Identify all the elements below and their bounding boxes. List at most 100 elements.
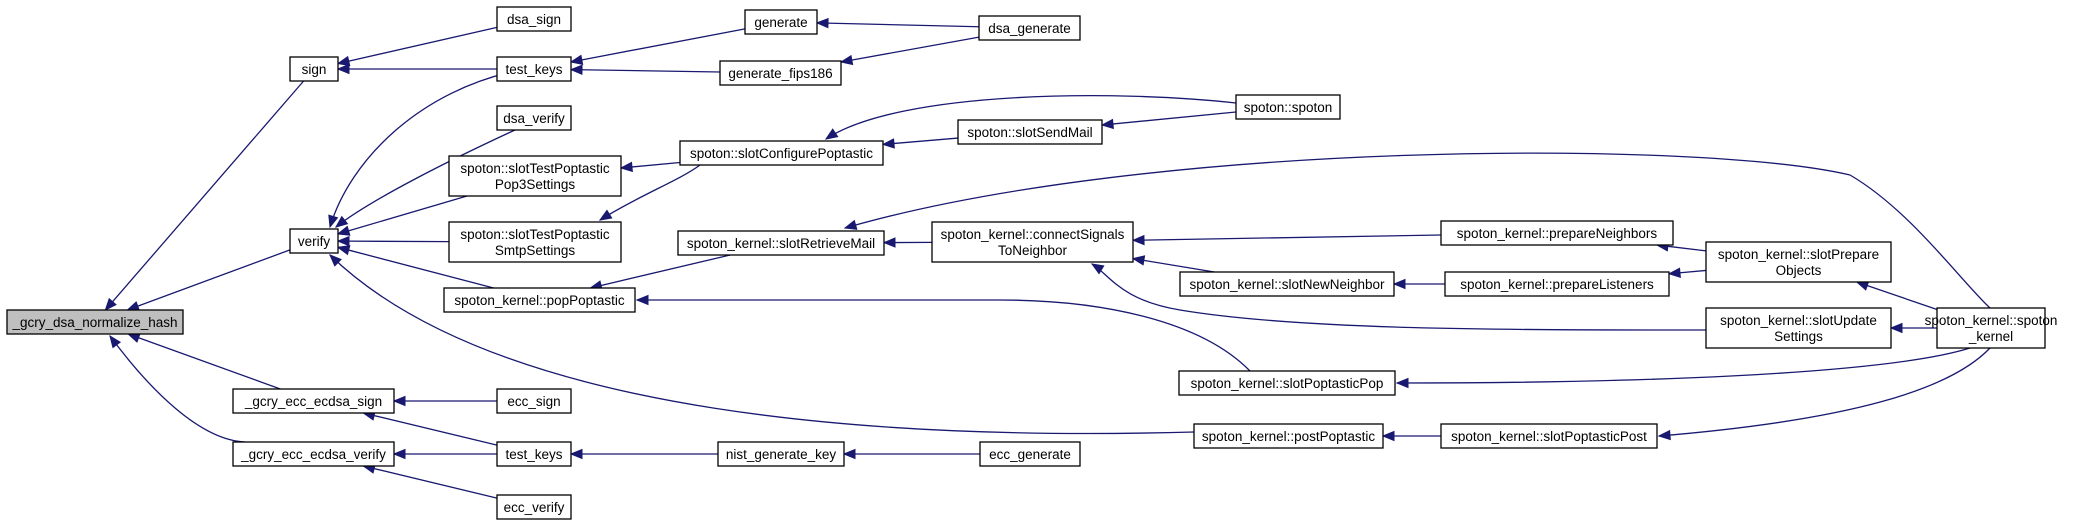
edge-line (1091, 263, 1707, 331)
node-postPoptastic[interactable]: spoton_kernel::postPoptastic (1193, 423, 1384, 449)
node-nist_generate_key[interactable]: nist_generate_key (717, 441, 845, 467)
node-box[interactable] (1193, 423, 1384, 449)
node-box[interactable] (1178, 370, 1396, 396)
node-box[interactable] (448, 155, 622, 197)
arrowhead-icon (839, 54, 854, 66)
node-label: ecc_sign (507, 394, 560, 409)
edge-line (1142, 234, 1442, 241)
edge-line (599, 254, 731, 287)
edge-line (136, 249, 291, 308)
edge-line (580, 69, 721, 73)
node-box[interactable] (1440, 220, 1674, 246)
edge-line (1866, 284, 1938, 311)
node-ecc_verify[interactable]: ecc_verify (496, 494, 572, 520)
node-box[interactable] (744, 9, 818, 35)
arrowhead-icon (336, 235, 350, 247)
node-box[interactable] (979, 441, 1081, 467)
node-generate_fips186[interactable]: generate_fips186 (719, 60, 842, 86)
node-slotPoptasticPost[interactable]: spoton_kernel::slotPoptasticPost (1440, 423, 1658, 449)
node-slotSendMail[interactable]: spoton::slotSendMail (957, 119, 1103, 145)
node-box[interactable] (496, 388, 572, 414)
node-dsa_generate[interactable]: dsa_generate (978, 15, 1081, 41)
edge-test_keys_ecc-to-ecdsa_sign (362, 410, 498, 446)
edge-prepareListeners-to-slotNewNeighbor (1392, 278, 1445, 290)
edge-dsa_generate-to-generate_fips186 (839, 36, 980, 66)
node-ecdsa_sign[interactable]: _gcry_ecc_ecdsa_sign (232, 388, 395, 414)
node-box[interactable] (679, 140, 884, 166)
node-box[interactable] (1705, 307, 1892, 349)
node-box[interactable] (957, 119, 1103, 145)
node-label: spoton_kernel::slotPoptasticPop (1191, 376, 1384, 391)
node-prepareListeners[interactable]: spoton_kernel::prepareListeners (1444, 271, 1670, 297)
node-box[interactable] (978, 15, 1081, 41)
node-ecc_sign[interactable]: ecc_sign (496, 388, 572, 414)
node-label: Pop3Settings (495, 177, 576, 192)
node-box[interactable] (1179, 271, 1395, 297)
node-test_keys_dsa[interactable]: test_keys (496, 56, 572, 82)
node-box[interactable] (232, 441, 395, 467)
edge-dsa_sign-to-sign (336, 26, 498, 67)
edge-slotPoptasticPost-to-postPoptastic (1381, 430, 1441, 442)
node-box[interactable] (232, 388, 395, 414)
node-label: spoton_kernel::slotRetrieveMail (687, 236, 875, 251)
edge-spoton_kernel-to-slotUpdateSettings (1889, 322, 1937, 334)
node-verify[interactable]: verify (289, 228, 339, 254)
arrowhead-icon (619, 161, 633, 173)
node-spoton_kernel[interactable]: spoton_kernel::spoton_kernel (1925, 307, 2058, 349)
arrowhead-icon (598, 209, 613, 221)
arrowhead-icon (1381, 430, 1395, 442)
node-generate[interactable]: generate (744, 9, 818, 35)
node-box[interactable] (931, 221, 1134, 263)
node-slotNewNeighbor[interactable]: spoton_kernel::slotNewNeighbor (1179, 271, 1395, 297)
node-box[interactable] (1705, 241, 1892, 283)
node-box[interactable] (717, 441, 845, 467)
node-box[interactable] (496, 494, 572, 520)
node-box[interactable] (677, 230, 885, 256)
arrowhead-icon (1100, 118, 1114, 130)
node-test_keys_ecc[interactable]: test_keys (496, 441, 572, 467)
node-slotConfigurePoptastic[interactable]: spoton::slotConfigurePoptastic (679, 140, 884, 166)
edge-line (825, 95, 1237, 140)
node-dsa_verify[interactable]: dsa_verify (496, 105, 572, 131)
node-prepareNeighbors[interactable]: spoton_kernel::prepareNeighbors (1440, 220, 1674, 246)
node-slotRetrieveMail[interactable]: spoton_kernel::slotRetrieveMail (677, 230, 885, 256)
edges-layer (104, 17, 1991, 499)
edge-line (630, 161, 681, 168)
node-slotPoptasticPop[interactable]: spoton_kernel::slotPoptasticPop (1178, 370, 1396, 396)
edge-spoton_kernel-to-slotPrepareObjects (1855, 280, 1938, 311)
node-label: dsa_verify (503, 111, 565, 126)
node-box[interactable] (496, 56, 572, 82)
node-dsa_sign[interactable]: dsa_sign (496, 6, 572, 32)
node-ecdsa_verify[interactable]: _gcry_ecc_ecdsa_verify (232, 441, 395, 467)
node-label: spoton_kernel::spoton (1925, 313, 2058, 328)
node-box[interactable] (1235, 94, 1341, 120)
node-box[interactable] (1444, 271, 1670, 297)
node-normalize_hash[interactable]: _gcry_dsa_normalize_hash (6, 309, 184, 335)
node-box[interactable] (6, 309, 184, 335)
arrowhead-icon (1657, 429, 1671, 441)
node-box[interactable] (496, 6, 572, 32)
node-ecc_generate[interactable]: ecc_generate (979, 441, 1081, 467)
arrowhead-icon (126, 301, 141, 311)
node-popPoptastic[interactable]: spoton_kernel::popPoptastic (443, 287, 636, 313)
node-box[interactable] (496, 441, 572, 467)
node-sign[interactable]: sign (289, 56, 339, 82)
node-spoton_spoton[interactable]: spoton::spoton (1235, 94, 1341, 120)
edge-slotConfigurePoptastic-to-slotTestPop3 (619, 161, 681, 173)
node-box[interactable] (719, 60, 842, 86)
node-label: spoton::slotTestPoptastic (460, 227, 610, 242)
node-box[interactable] (289, 56, 339, 82)
node-box[interactable] (496, 105, 572, 131)
node-box[interactable] (289, 228, 339, 254)
node-box[interactable] (1936, 307, 2046, 349)
edge-ecdsa_verify-to-normalize_hash (109, 334, 246, 443)
node-box[interactable] (448, 221, 622, 263)
edge-line (850, 36, 980, 61)
node-box[interactable] (443, 287, 636, 313)
node-box[interactable] (1440, 423, 1658, 449)
